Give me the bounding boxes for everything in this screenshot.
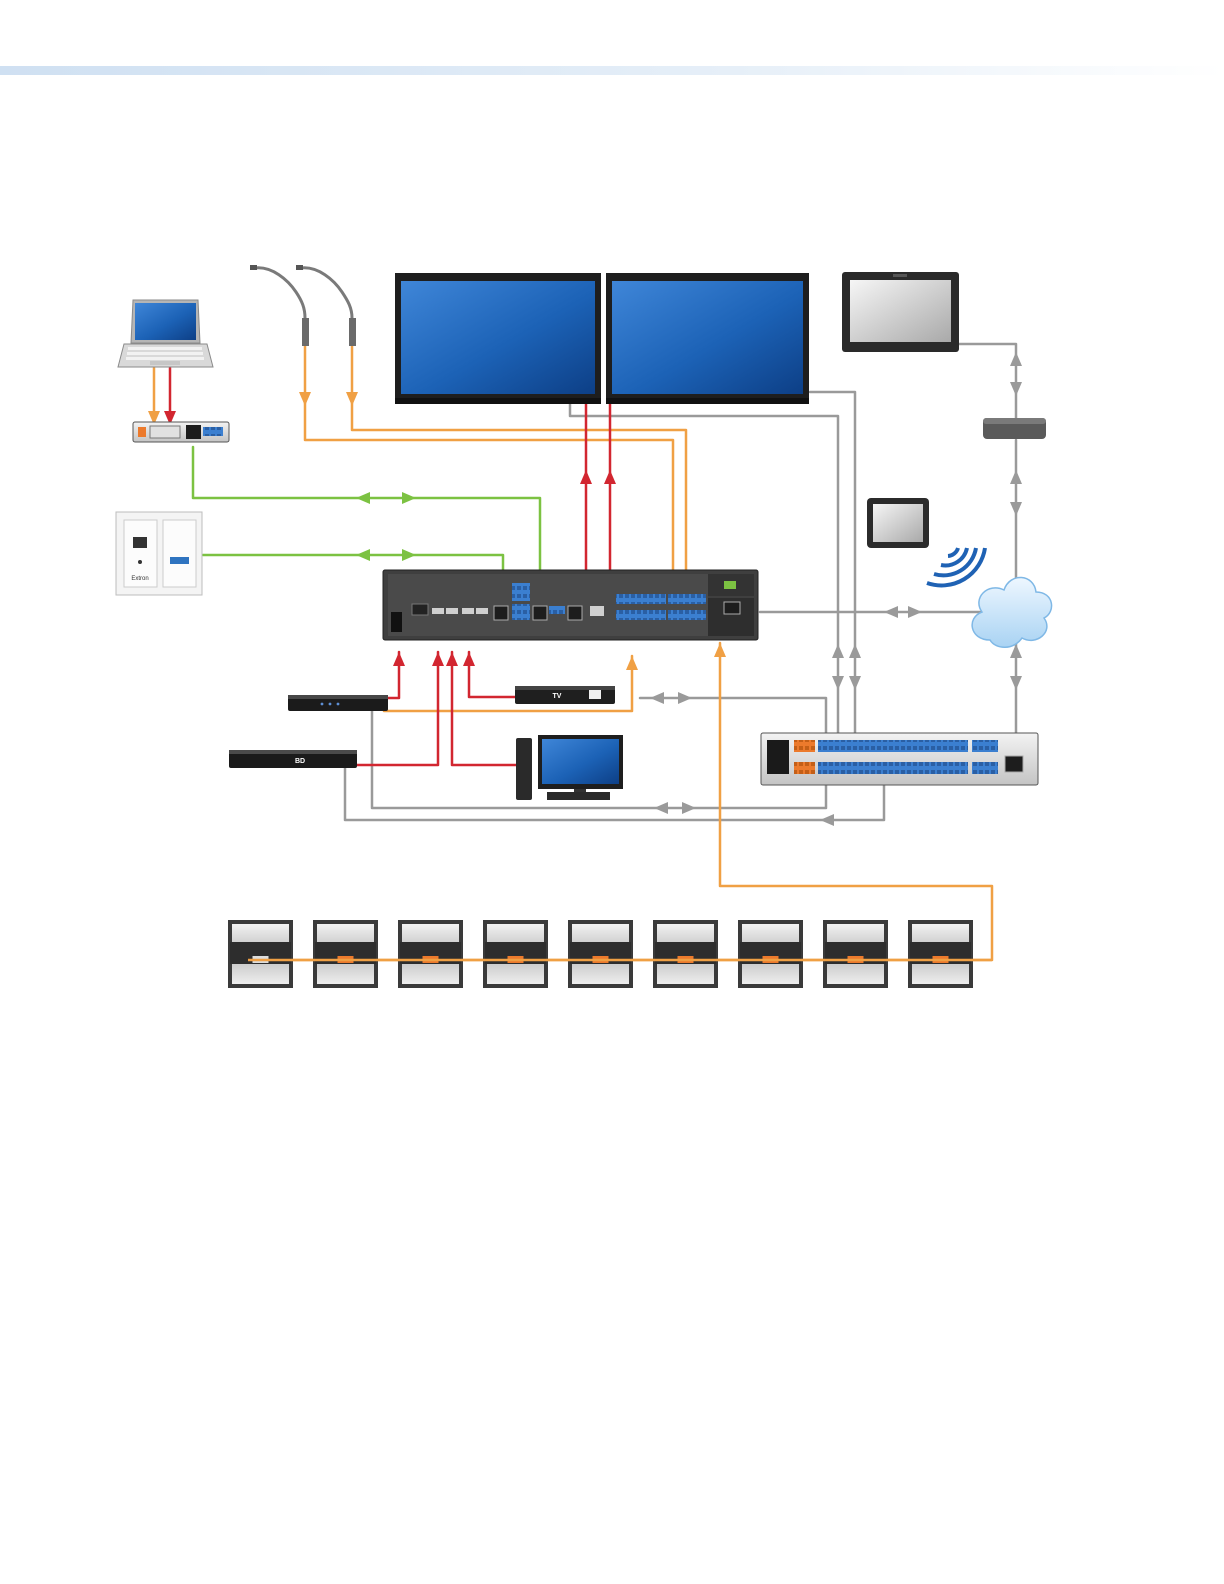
wall-plate-brand: Extron [131, 576, 148, 582]
flat-panel-display-right [606, 273, 809, 404]
gooseneck-microphones [250, 265, 356, 346]
tv-receiver: TV [515, 686, 615, 704]
ceiling-speaker [823, 920, 888, 988]
ceiling-speakers [228, 920, 992, 988]
wall-plate: Extron [116, 512, 202, 595]
audio-cables [154, 345, 992, 960]
ceiling-speaker [568, 920, 633, 988]
flat-panel-display-left [395, 273, 601, 404]
ceiling-speaker [653, 920, 718, 988]
wireless-signal-icon [927, 548, 985, 585]
network-switch [983, 418, 1046, 439]
laptop [118, 300, 213, 367]
network-cloud-icon [972, 577, 1051, 647]
ceiling-speaker [228, 920, 293, 988]
bluray-player: BD [229, 750, 357, 768]
audio-amplifier [761, 733, 1038, 785]
hdmi-cables [170, 368, 610, 765]
media-player [288, 695, 388, 711]
ceiling-speaker [398, 920, 463, 988]
touchpanel-tablet [867, 498, 929, 548]
transmitter-box [133, 422, 229, 442]
main-switcher-unit [383, 570, 758, 640]
ceiling-speaker [738, 920, 803, 988]
desktop-pc [516, 735, 623, 800]
cables [148, 344, 1022, 960]
bluray-logo: BD [295, 758, 305, 765]
ceiling-speaker [483, 920, 548, 988]
ceiling-speaker [908, 920, 973, 988]
ceiling-speaker [313, 920, 378, 988]
touchpanel-large [842, 272, 959, 352]
tv-receiver-logo: TV [553, 693, 562, 700]
